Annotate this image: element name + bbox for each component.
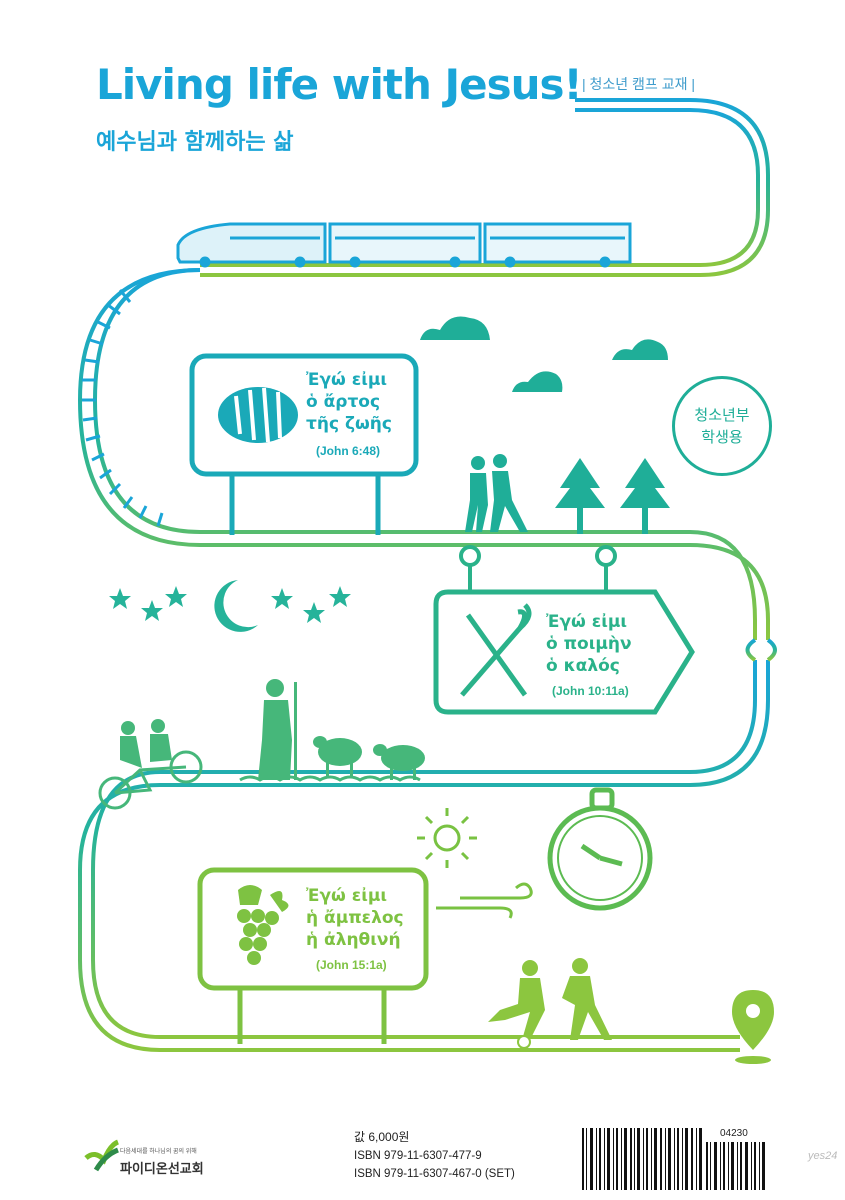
clock-icon [547, 787, 653, 911]
sign-1-line-2: ὁ ἄρτος [306, 392, 381, 412]
sign-2-reference: (John 10:11a) [552, 684, 629, 698]
wind-icon [436, 882, 533, 919]
arrow-sign-shepherd [433, 589, 695, 715]
publisher-tagline: 다음세대를 하나님의 꿈의 위해 [120, 1149, 197, 1155]
isbn-1: ISBN 979-11-6307-477-9 [354, 1150, 482, 1162]
sign-2-line-3: ὁ καλός [546, 656, 620, 676]
series-tag: | 청소년 캠프 교재 | [582, 76, 695, 92]
audience-badge: 청소년부 학생용 [672, 376, 772, 476]
sign-1-line-3: τῆς ζωῆς [306, 414, 392, 434]
bicycle-icon [98, 719, 203, 810]
publisher-logo-icon [84, 1139, 120, 1172]
staff-icon [460, 603, 532, 697]
tree-icon [555, 458, 670, 534]
audience-line-2: 학생용 [701, 428, 743, 446]
sign-3-reference: (John 15:1a) [316, 958, 387, 972]
sign-3-line-3: ἡ ἀληθινή [306, 930, 401, 950]
map-pin-icon [732, 990, 774, 1064]
billboard-bread [189, 353, 419, 535]
walkers-icon [465, 454, 528, 532]
star-icon [109, 586, 351, 623]
price: 값 6,000원 [354, 1130, 410, 1144]
winding-road [77, 98, 777, 1052]
sign-2-line-1: Ἐγώ εἰμι [546, 612, 627, 632]
grass-wave [239, 775, 421, 782]
sign-3-line-2: ἡ ἄμπελος [306, 908, 404, 928]
sign-1-reference: (John 6:48) [316, 444, 381, 458]
train-icon [176, 222, 632, 268]
railway-ties [82, 289, 164, 527]
sign-3-line-1: Ἐγώ εἰμι [306, 886, 387, 906]
shepherd-icon [258, 679, 297, 780]
cover-title: Living life with Jesus! [96, 60, 583, 109]
bread-icon [218, 387, 298, 443]
audience-line-1: 청소년부 [694, 406, 750, 424]
sun-icon [417, 808, 477, 868]
sign-2-line-2: ὁ ποιμὴν [546, 634, 632, 654]
publisher-name: 파이디온선교회 [120, 1162, 204, 1177]
billboard-vine [197, 867, 429, 1044]
soccer-players-icon [488, 958, 612, 1049]
moon-icon [214, 580, 258, 632]
sign-1-line-1: Ἐγώ εἰμι [306, 370, 387, 390]
isbn-2: ISBN 979-11-6307-467-0 (SET) [354, 1168, 515, 1180]
sign-hangers [459, 545, 617, 592]
cloud-icon [420, 316, 668, 392]
watermark: yes24 [808, 1150, 838, 1162]
sheep-icon [313, 736, 425, 780]
barcode [582, 1128, 765, 1190]
barcode-addon-number: 04230 [720, 1128, 748, 1139]
cover-subtitle: 예수님과 함께하는 삶 [96, 130, 294, 155]
grapes-icon [237, 885, 289, 965]
